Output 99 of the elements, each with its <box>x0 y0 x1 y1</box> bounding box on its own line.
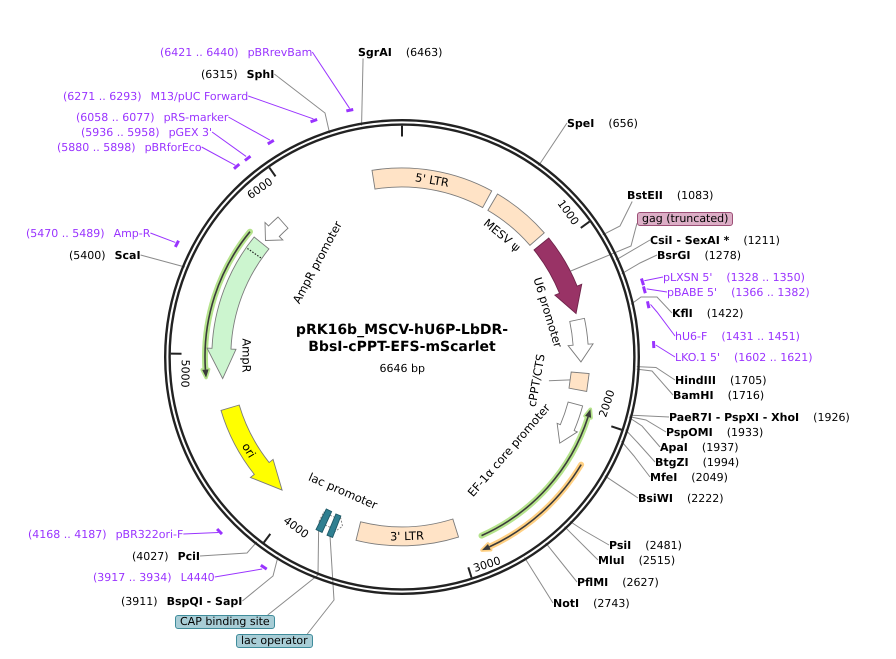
leader-line <box>569 520 610 546</box>
primer-mark <box>346 108 354 113</box>
leader-line <box>564 526 598 560</box>
small-block <box>568 371 590 392</box>
restriction-site-label: (6315) SphI <box>201 68 274 80</box>
leader-line <box>150 232 176 243</box>
restriction-site-label: SpeI (656) <box>567 116 638 130</box>
primer-mark <box>267 138 275 145</box>
primer-mark <box>640 278 645 286</box>
feature-tag: CAP binding site <box>175 615 275 629</box>
leader-line <box>630 296 672 314</box>
leader-line <box>636 368 674 396</box>
leader-line <box>650 304 676 336</box>
primer-mark <box>642 286 648 294</box>
leader-line <box>312 52 350 109</box>
leader-line <box>524 557 554 604</box>
scale-label: 3000 <box>472 554 502 575</box>
primer-mark <box>260 564 268 571</box>
restriction-site-label: KflI (1422) <box>672 306 744 320</box>
leader-line <box>548 379 571 382</box>
leader-line <box>628 417 660 448</box>
restriction-site-label: PspOMI (1933) <box>666 426 764 438</box>
primer-mark <box>652 341 656 349</box>
leader-line <box>604 475 638 498</box>
restriction-site-label: BtgZI (1994) <box>655 456 740 468</box>
sequence-length: 6646 bp <box>380 362 425 374</box>
leader-line <box>361 58 364 126</box>
restriction-site-label: CsiI - SexAI * (1211) <box>650 234 780 246</box>
leader-line <box>306 536 335 634</box>
scale-label: 5000 <box>178 360 192 388</box>
leader-line <box>570 222 638 272</box>
restriction-site-label: MfeI (2049) <box>650 470 728 484</box>
leader-line <box>620 440 650 478</box>
leader-line <box>274 74 330 134</box>
primer-mark <box>216 528 224 535</box>
feature-label: 5' LTR <box>414 170 450 190</box>
primer-label: (4168 .. 4187) pBR322ori-F <box>28 528 184 540</box>
leader-line <box>646 288 668 292</box>
leader-line <box>545 542 578 582</box>
leader-line <box>625 429 656 462</box>
narrow-block <box>314 508 332 534</box>
primer-mark <box>310 118 318 124</box>
restriction-site-label: MluI (2515) <box>598 554 676 566</box>
restriction-site-label: BsrGI (1278) <box>657 248 742 262</box>
leader-line <box>602 201 633 236</box>
leader-line <box>248 96 314 120</box>
leader-line <box>644 276 664 282</box>
restriction-site-label: (5400) ScaI <box>69 248 141 262</box>
primer-label: hU6-F (1431 .. 1451) <box>675 330 800 342</box>
primer-label: (3917 .. 3934) L4440 <box>93 570 215 584</box>
leader-line <box>655 344 676 358</box>
leader-line <box>214 568 263 578</box>
primer-mark <box>646 301 651 309</box>
leader-line <box>242 556 278 602</box>
restriction-site-label: BstEII (1083) <box>627 188 714 202</box>
primer-label: (5880 .. 5898) pBRforEco <box>57 140 202 154</box>
restriction-site-label: SgrAI (6463) <box>358 46 442 58</box>
primer-mark <box>174 240 180 248</box>
leader-line <box>200 541 258 556</box>
leader-line <box>140 254 186 268</box>
leader-line <box>628 416 666 432</box>
primer-label: (6421 .. 6440) pBRrevBam <box>160 46 312 58</box>
leader-line <box>212 132 247 157</box>
scale-label: 2000 <box>596 388 618 420</box>
restriction-site-label: HindIII (1705) <box>675 374 767 386</box>
restriction-site-label: (4027) PciI <box>132 550 200 562</box>
leader-line <box>629 414 670 418</box>
restriction-site-label: (3911) BspQI - SapI <box>121 594 242 608</box>
primer-label: (5936 .. 5958) pGEX 3' <box>81 126 212 138</box>
primer-label: (6058 .. 6077) pRS-marker <box>76 110 228 124</box>
primer-label: LKO.1 5' (1602 .. 1621) <box>675 350 813 364</box>
leader-line <box>267 530 320 616</box>
leader-line <box>616 240 650 260</box>
leader-line <box>182 532 219 534</box>
feature-tag: gag (truncated) <box>637 212 734 226</box>
restriction-site-label: PaeR7I - PspXI - XhoI (1926) <box>669 410 850 424</box>
leader-line <box>621 254 658 274</box>
primer-label: (5470 .. 5489) Amp-R <box>26 226 150 240</box>
feature-label: ori <box>239 441 258 461</box>
feature-tag: lac operator <box>236 634 313 648</box>
primer-mark <box>233 163 240 170</box>
leader-line <box>201 146 236 166</box>
restriction-site-label: PflMI (2627) <box>577 576 659 588</box>
leader-line <box>228 116 270 141</box>
restriction-site-label: BsiWI (2222) <box>638 492 724 504</box>
restriction-site-label: NotI (2743) <box>553 596 630 610</box>
primer-mark <box>244 154 252 162</box>
leader-line <box>538 122 568 166</box>
primer-label: pBABE 5' (1366 .. 1382) <box>667 286 810 298</box>
feature-label: AmpR <box>240 338 253 372</box>
restriction-site-label: ApaI (1937) <box>660 440 738 454</box>
primer-label: (6271 .. 6293) M13/pUC Forward <box>63 90 248 102</box>
leader-line <box>636 366 676 380</box>
primer-label: pLXSN 5' (1328 .. 1350) <box>663 270 805 284</box>
feature-label: 3' LTR <box>390 529 424 544</box>
narrow-block <box>326 513 342 538</box>
restriction-site-label: BamHI (1716) <box>673 388 764 402</box>
restriction-site-label: PsiI (2481) <box>609 538 682 552</box>
map-title: pRK16b_MSCV-hU6P-LbDR-BbsI-cPPT-EFS-mScarlet <box>294 322 510 356</box>
